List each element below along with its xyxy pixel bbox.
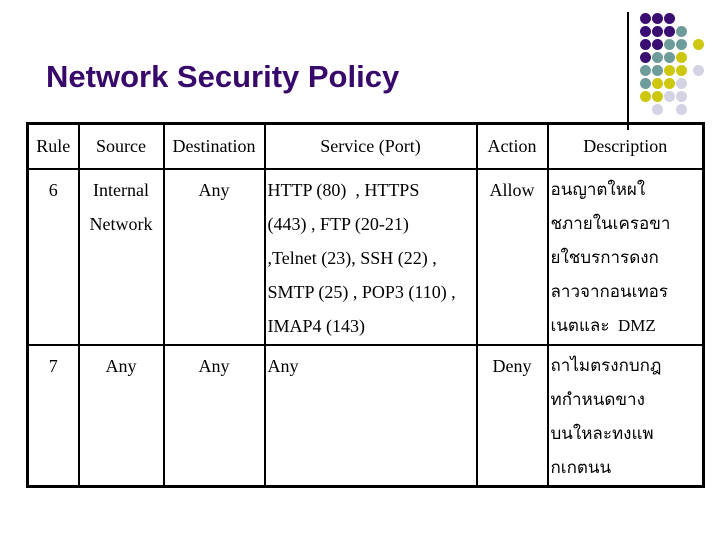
- cell-action: Deny: [475, 344, 549, 488]
- yellow-dot: [640, 91, 651, 102]
- table-row: 7 Any Any Any Deny ถาไมตรงกบกฎ ทกำหนดขาง…: [26, 344, 705, 488]
- cell-source: Internal Network: [77, 168, 165, 346]
- gray-dot: [693, 65, 704, 76]
- gray-dot: [676, 104, 687, 115]
- page-title: Network Security Policy: [46, 59, 400, 94]
- yellow-dot: [652, 91, 663, 102]
- cell-source: Any: [77, 344, 165, 488]
- yellow-dot: [652, 78, 663, 89]
- purple-dot: [640, 26, 651, 37]
- purple-dot: [652, 39, 663, 50]
- yellow-dot: [664, 78, 675, 89]
- teal-dot: [664, 52, 675, 63]
- col-header-source: Source: [77, 122, 165, 170]
- yellow-dot: [693, 39, 704, 50]
- decoration-vertical-line: [627, 12, 629, 130]
- teal-dot: [640, 65, 651, 76]
- col-header-rule: Rule: [26, 122, 80, 170]
- purple-dot: [640, 52, 651, 63]
- header-row: Rule Source Destination Service (Port) A…: [26, 122, 705, 170]
- purple-dot: [640, 39, 651, 50]
- teal-dot: [652, 52, 663, 63]
- purple-dot: [664, 26, 675, 37]
- table-row: 6 Internal Network Any HTTP (80) , HTTPS…: [26, 168, 705, 346]
- policy-table: Rule Source Destination Service (Port) A…: [26, 122, 705, 488]
- cell-action: Allow: [475, 168, 549, 346]
- cell-description: อนญาตใหผใ ชภายในเครอขา ยใชบรการดงก ลาวจา…: [546, 168, 705, 346]
- gray-dot: [676, 91, 687, 102]
- purple-dot: [640, 13, 651, 24]
- col-header-destination: Destination: [162, 122, 266, 170]
- teal-dot: [664, 39, 675, 50]
- cell-description: ถาไมตรงกบกฎ ทกำหนดขาง บนใหละทงแพ กเกตนน: [546, 344, 705, 488]
- cell-service: Any: [263, 344, 478, 488]
- gray-dot: [676, 78, 687, 89]
- cell-destination: Any: [162, 168, 266, 346]
- purple-dot: [664, 13, 675, 24]
- cell-service: HTTP (80) , HTTPS (443) , FTP (20-21) ,T…: [263, 168, 478, 346]
- teal-dot: [676, 26, 687, 37]
- purple-dot: [652, 13, 663, 24]
- yellow-dot: [676, 65, 687, 76]
- cell-rule: 7: [26, 344, 80, 488]
- col-header-action: Action: [475, 122, 549, 170]
- cell-rule: 6: [26, 168, 80, 346]
- gray-dot: [664, 91, 675, 102]
- col-header-description: Description: [546, 122, 705, 170]
- purple-dot: [652, 26, 663, 37]
- yellow-dot: [664, 65, 675, 76]
- gray-dot: [652, 104, 663, 115]
- yellow-dot: [676, 52, 687, 63]
- teal-dot: [676, 39, 687, 50]
- col-header-service: Service (Port): [263, 122, 478, 170]
- teal-dot: [652, 65, 663, 76]
- teal-dot: [640, 78, 651, 89]
- cell-destination: Any: [162, 344, 266, 488]
